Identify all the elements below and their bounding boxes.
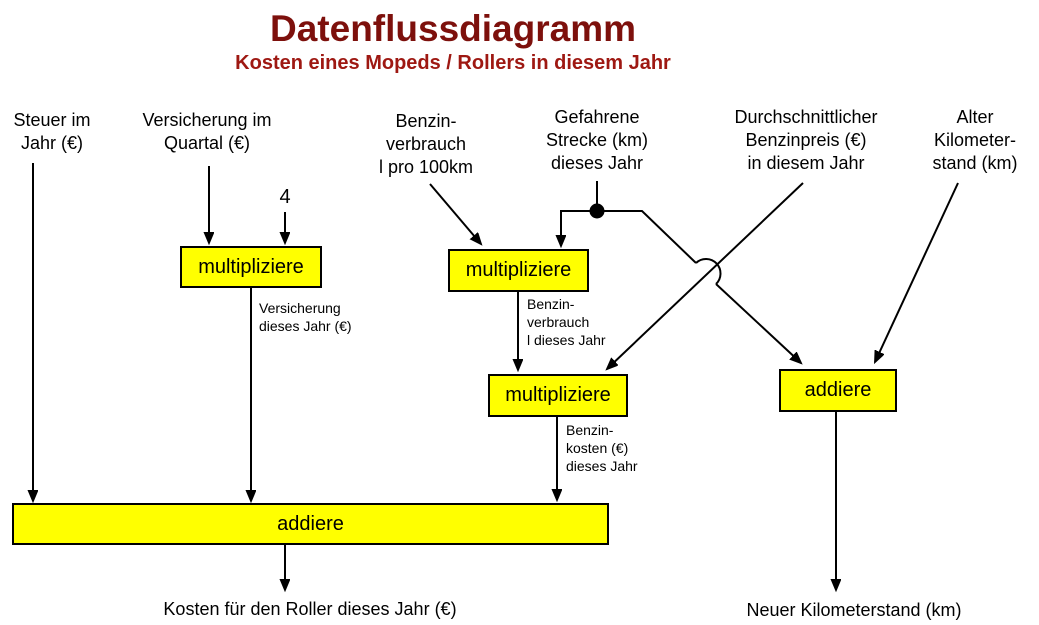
output-label-neuer-kilometerstand: Neuer Kilometerstand (km) [746, 600, 962, 620]
input-label-gefahrene-strecke: Gefahrene Strecke (km) dieses Jahr [545, 107, 648, 173]
edge-kilometerstand-to-add-km [875, 182, 959, 362]
node-multiply-insurance: multipliziere [180, 246, 322, 288]
edge-junction-to-multiply2 [561, 210, 592, 246]
edge-benzinverbrauch-to-multiply2 [429, 183, 481, 244]
edge-benzinpreis-to-multiply3 [607, 182, 804, 369]
edge-junction-to-hop [602, 210, 697, 264]
junction-dot [589, 203, 605, 219]
edge-hop-to-add-km [715, 283, 801, 363]
input-label-benzinverbrauch: Benzin- verbrauch l pro 100km [378, 111, 474, 177]
diagram-title: Datenflussdiagramm [270, 8, 636, 49]
node-add-total: addiere [12, 503, 609, 545]
diagram-subtitle: Kosten eines Mopeds / Rollers in diesem … [235, 52, 671, 74]
node-multiply-consumption: multipliziere [448, 249, 589, 292]
edge-label-versicherung-jahr: Versicherung dieses Jahr (€) [259, 300, 352, 334]
node-add-kilometers: addiere [779, 369, 897, 412]
input-label-alter-kilometerstand: Alter Kilometer- stand (km) [932, 107, 1018, 173]
input-label-benzinpreis: Durchschnittlicher Benzinpreis (€) in di… [734, 107, 878, 173]
node-multiply-fuelcost: multipliziere [488, 374, 628, 417]
input-label-versicherung: Versicherung im Quartal (€) [142, 110, 272, 153]
constant-four: 4 [279, 186, 291, 208]
edge-label-benzinverbrauch-jahr: Benzin- verbrauch l dieses Jahr [527, 296, 606, 348]
input-label-steuer: Steuer im Jahr (€) [13, 110, 91, 153]
output-label-kosten-roller: Kosten für den Roller dieses Jahr (€) [163, 599, 457, 619]
line-hop-arc [695, 258, 722, 285]
edge-label-benzinkosten: Benzin- kosten (€) dieses Jahr [566, 422, 638, 474]
